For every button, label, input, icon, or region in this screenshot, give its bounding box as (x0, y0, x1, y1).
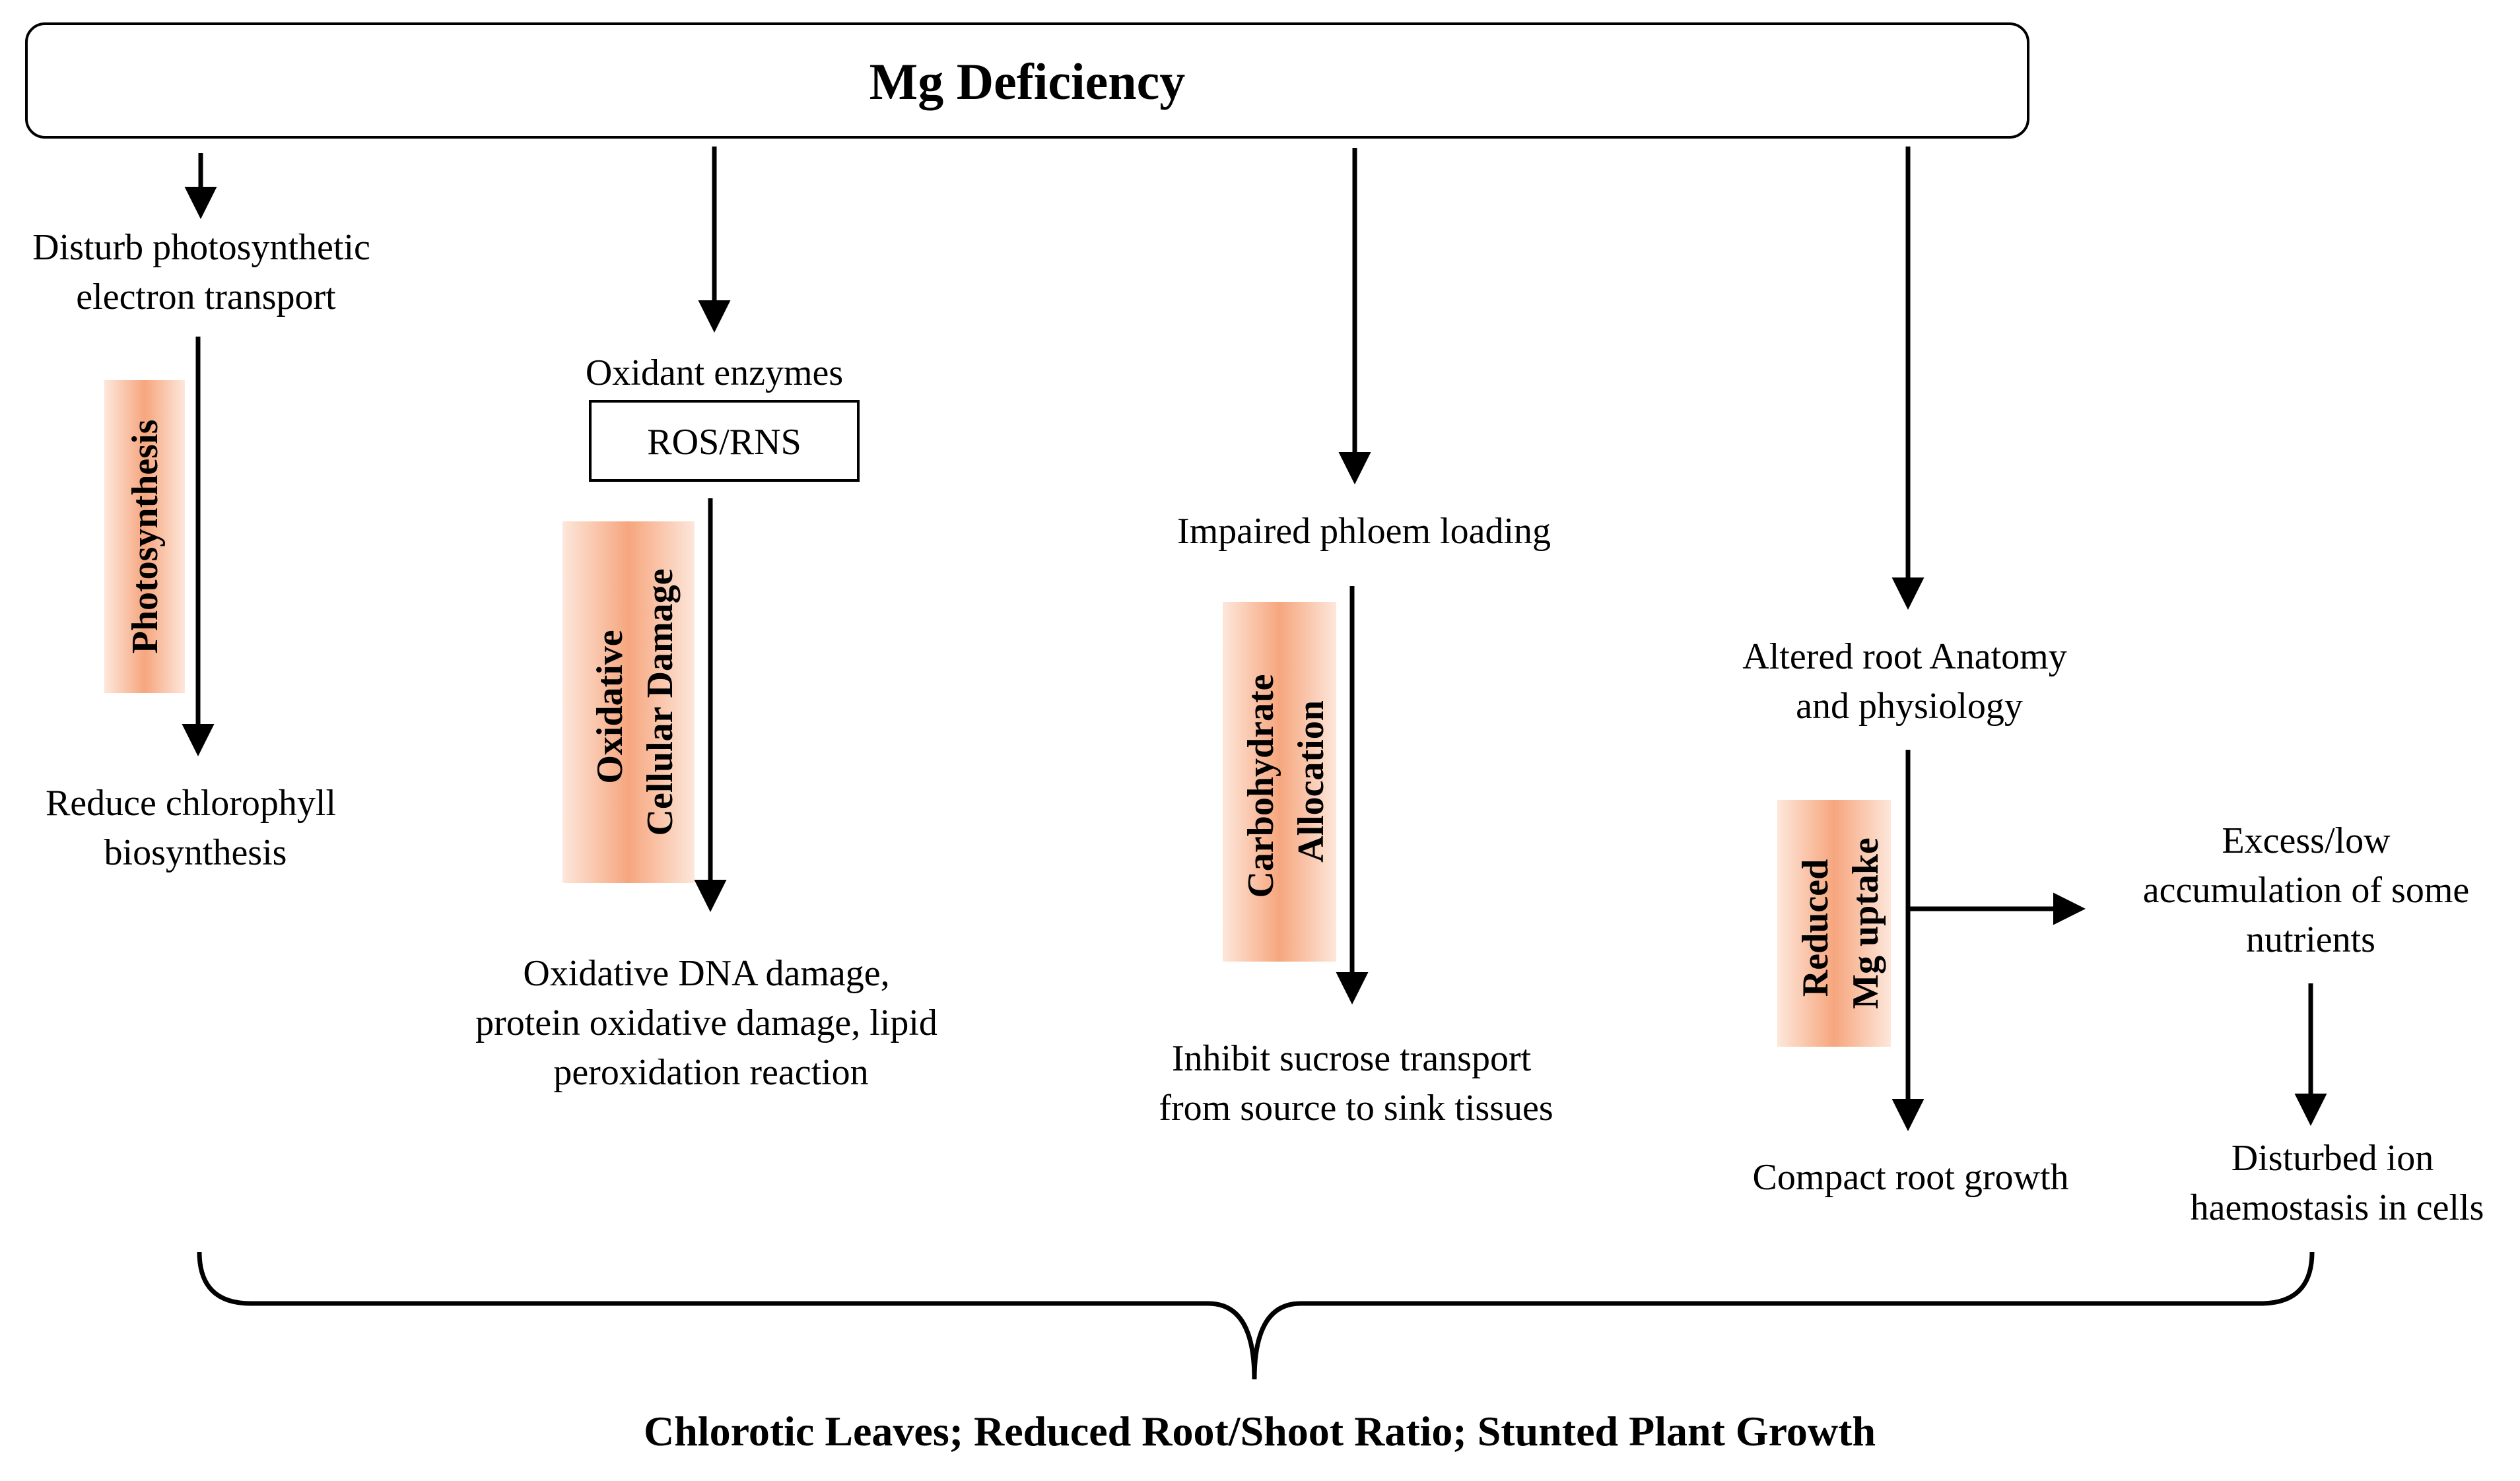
outcome-bracket (197, 1251, 2315, 1380)
oxidative-damage-text: Oxidative DNA damage, protein oxidative … (475, 953, 947, 1093)
oxidative-label-bg (562, 521, 695, 883)
ros-rns-box (589, 400, 860, 482)
oxidant-enzymes-text: Oxidant enzymes (586, 352, 843, 393)
altered-root-text: Altered root Anatomy and physiology (1742, 636, 2076, 727)
inhibit-sucrose-text: Inhibit sucrose transport from source to… (1159, 1038, 1553, 1129)
reduce-chlorophyll-text: Reduce chlorophyll biosynthesis (46, 783, 345, 873)
oxidative-label: Oxidative Cellular Damage (590, 569, 681, 836)
title: Mg Deficiency (869, 53, 1186, 110)
carbohydrate-label-bg (1223, 602, 1336, 962)
excess-low-text: Excess/low accumulation of some nutrient… (2143, 820, 2479, 960)
photosynthesis-label: Photosynthesis (125, 420, 166, 654)
carbohydrate-label: Carbohydrate Allocation (1241, 665, 1332, 898)
ros-rns-text: ROS/RNS (647, 422, 801, 463)
disturb-photosynthetic-text: Disturb photosynthetic electron transpor… (32, 227, 380, 317)
outcome-text: Chlorotic Leaves; Reduced Root/Shoot Rat… (644, 1408, 1876, 1455)
title-box (25, 22, 2029, 139)
reduced-mg-label: Reduced Mg uptake (1795, 838, 1886, 1009)
impaired-phloem-text: Impaired phloem loading (1177, 511, 1551, 552)
compact-root-text: Compact root growth (1752, 1157, 2068, 1198)
photosynthesis-label-bg (104, 380, 185, 693)
reduced-mg-label-bg (1777, 800, 1891, 1047)
disturbed-ion-text: Disturbed ion haemostasis in cells (2191, 1138, 2484, 1228)
